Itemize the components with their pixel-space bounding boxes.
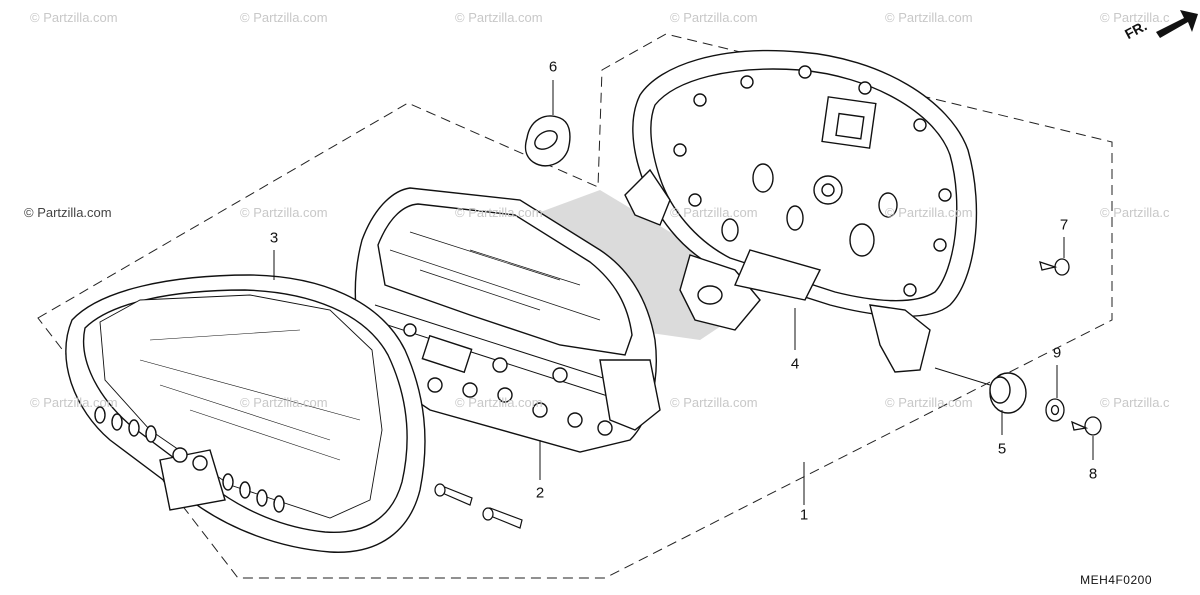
watermark: © Partzilla.com bbox=[455, 205, 543, 220]
watermark: © Partzilla.com bbox=[240, 10, 328, 25]
watermark: © Partzilla.com bbox=[455, 395, 543, 410]
callout-1: 1 bbox=[799, 506, 809, 524]
part-4-rear-case bbox=[624, 49, 978, 373]
part-8-screw bbox=[1071, 416, 1102, 436]
callout-3: 3 bbox=[269, 229, 279, 247]
watermark: © Partzilla.com bbox=[885, 10, 973, 25]
watermark: © Partzilla.com bbox=[670, 10, 758, 25]
watermark: © Partzilla.com bbox=[670, 395, 758, 410]
callout-7: 7 bbox=[1059, 216, 1069, 234]
watermark: © Partzilla.com bbox=[885, 395, 973, 410]
callout-6: 6 bbox=[548, 58, 558, 76]
callout-8: 8 bbox=[1088, 465, 1098, 483]
watermark: © Partzilla.com bbox=[455, 10, 543, 25]
watermark: © Partzilla.com bbox=[240, 395, 328, 410]
part-5-grommet bbox=[989, 372, 1027, 414]
watermark: © Partzilla.com bbox=[30, 10, 118, 25]
callout-2: 2 bbox=[535, 484, 545, 502]
front-arrow-icon bbox=[1156, 10, 1198, 38]
watermark: © Partzilla.com bbox=[24, 205, 112, 220]
callout-4: 4 bbox=[790, 355, 800, 373]
callout-9: 9 bbox=[1052, 344, 1062, 362]
leader-lines bbox=[273, 80, 1094, 505]
part-2-meter-unit bbox=[354, 187, 661, 453]
watermark: © Partzilla.com bbox=[885, 205, 973, 220]
watermark: © Partzilla.c bbox=[1100, 10, 1170, 25]
watermark: © Partzilla.c bbox=[1100, 395, 1170, 410]
watermark: © Partzilla.com bbox=[30, 395, 118, 410]
part-7-screw bbox=[1039, 258, 1070, 276]
watermark: © Partzilla.c bbox=[1100, 205, 1170, 220]
callout-5: 5 bbox=[997, 440, 1007, 458]
part-3-front-cover bbox=[65, 274, 426, 553]
watermark: © Partzilla.com bbox=[240, 205, 328, 220]
loose-screws bbox=[434, 483, 523, 529]
part-6-grommet bbox=[524, 115, 571, 167]
diagram-code: MEH4F0200 bbox=[1080, 573, 1152, 587]
watermark: © Partzilla.com bbox=[670, 205, 758, 220]
assembly-boundary bbox=[37, 33, 1113, 579]
part-9-washer bbox=[1045, 398, 1065, 422]
